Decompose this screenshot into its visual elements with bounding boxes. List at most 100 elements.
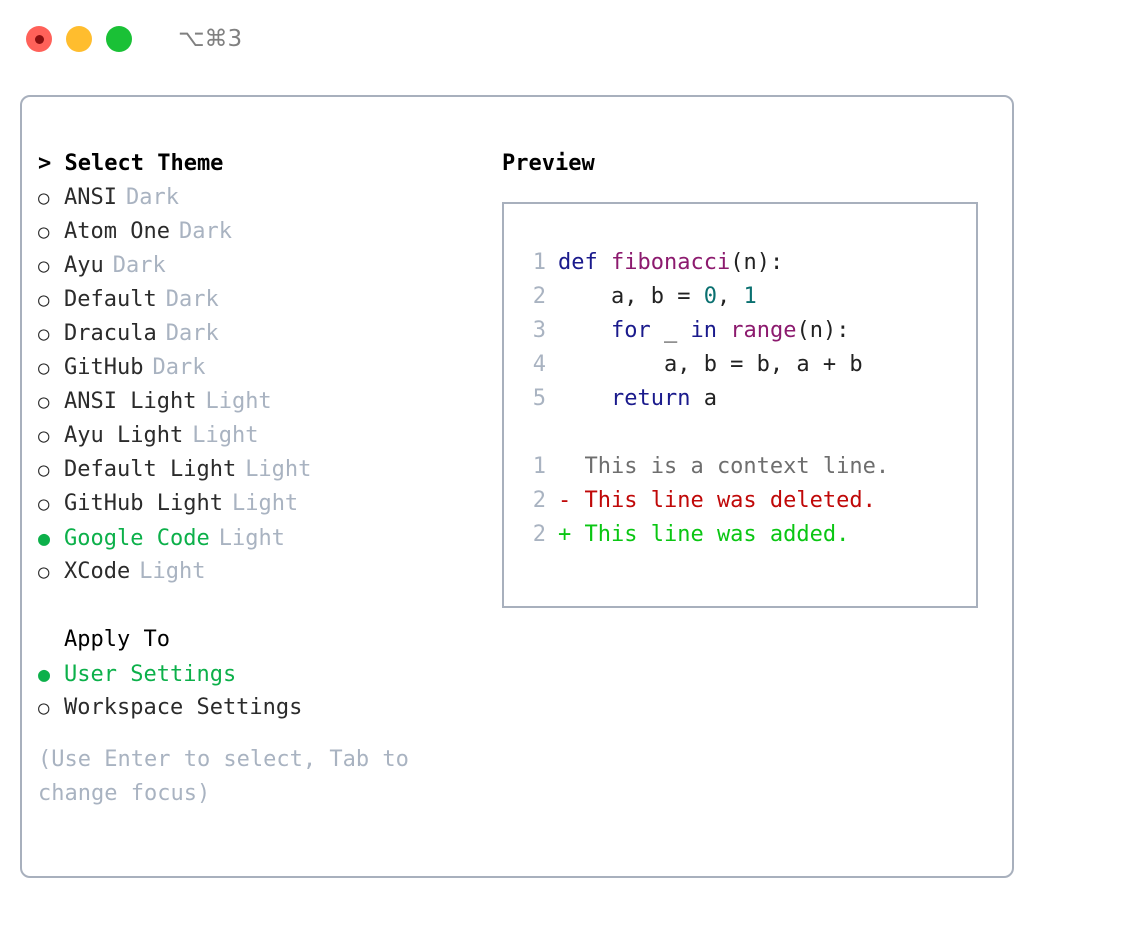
theme-option-tag: Dark [178,219,232,244]
code-diff-spacer [518,416,970,450]
diff-line-add: 2+ This line was added. [518,518,970,552]
code-token-kw: return [610,386,691,411]
theme-option-dracula[interactable]: ○ Dracula Dark [38,317,488,351]
keyboard-hint-text: (Use Enter to select, Tab to change focu… [38,747,423,806]
code-line-content: return a [558,382,717,416]
radio-unselected-icon: ○ [38,323,50,345]
code-token-num: 0 [703,284,717,309]
apply-option-label: Workspace Settings [64,695,303,720]
theme-option-label: GitHub Light [64,491,223,516]
code-token-plain [558,318,611,343]
line-number: 1 [532,250,546,275]
theme-option-tag: Light [245,457,312,482]
line-number: 5 [532,386,546,411]
line-number: 2 [532,488,546,513]
apply-option-user-settings[interactable]: ● User Settings [38,657,488,691]
diff-line-text: - This line was deleted. [558,488,876,513]
theme-option-tag: Dark [152,355,206,380]
maximize-button[interactable] [106,26,132,52]
line-number: 4 [532,352,546,377]
theme-option-github[interactable]: ○ GitHub Dark [38,351,488,385]
theme-option-default[interactable]: ○ Default Dark [38,283,488,317]
radio-unselected-icon: ○ [38,357,50,379]
code-token-fn: fibonacci [610,250,731,275]
radio-unselected-icon: ○ [38,221,50,243]
diff-line-ctx: 1 This is a context line. [518,450,970,484]
theme-option-github-light[interactable]: ○ GitHub Light Light [38,487,488,521]
list-spacer [38,589,488,623]
theme-option-xcode[interactable]: ○ XCode Light [38,555,488,589]
theme-option-tag: Light [218,526,285,551]
theme-option-label: ANSI [64,185,117,210]
code-line: 3 for _ in range(n): [518,314,970,348]
preview-heading: Preview [502,151,595,176]
radio-unselected-icon: ○ [38,391,50,413]
theme-option-label: Default Light [64,457,237,482]
theme-option-label: Ayu Light [64,423,184,448]
code-token-num: 1 [743,284,757,309]
code-token-plain: (n): [730,250,784,275]
line-number: 2 [532,522,546,547]
radio-unselected-icon: ○ [38,289,50,311]
theme-option-label: Dracula [64,321,157,346]
theme-option-tag: Light [231,491,299,516]
line-number: 3 [532,318,546,343]
code-token-kw: def [558,250,611,275]
minimize-button[interactable] [66,26,92,52]
theme-option-tag: Light [139,559,206,584]
code-line-content: a, b = 0, 1 [558,280,757,314]
close-icon [34,34,44,44]
keyboard-shortcut-label: ⌥⌘3 [178,26,243,52]
theme-option-label: Google Code [64,526,210,551]
title-bar: ⌥⌘3 [0,0,1140,78]
code-token-plain: , [716,284,744,309]
apply-option-workspace-settings[interactable]: ○Workspace Settings [38,691,488,725]
theme-option-tag: Light [192,423,259,448]
theme-option-tag: Dark [165,287,219,312]
code-line-content: for _ in range(n): [558,314,849,348]
radio-unselected-icon: ○ [38,425,50,447]
theme-option-label: XCode [64,559,131,584]
theme-option-label: ANSI Light [64,389,197,414]
code-line: 2 a, b = 0, 1 [518,280,970,314]
radio-unselected-icon: ○ [38,255,50,277]
code-token-plain [558,386,611,411]
close-button[interactable] [26,26,52,52]
code-token-kw: for [610,318,651,343]
code-line-content: def fibonacci(n): [558,246,783,280]
theme-option-ayu-light[interactable]: ○ Ayu Light Light [38,419,488,453]
code-token-fn: range [730,318,797,343]
code-token-plain: a [690,386,717,411]
radio-unselected-icon: ○ [38,561,50,583]
theme-option-label: Ayu [64,253,104,278]
theme-option-tag: Dark [165,321,219,346]
code-line: 5 return a [518,382,970,416]
apply-option-label: User Settings [64,662,237,687]
code-token-kw: in [690,318,717,343]
radio-selected-icon: ● [38,662,51,686]
theme-option-label: GitHub [64,355,144,380]
diff-line-del: 2 - This line was deleted. [518,484,970,518]
code-line: 1 def fibonacci(n): [518,246,970,280]
radio-unselected-icon: ○ [38,493,50,515]
theme-option-label: Default [64,287,157,312]
code-line-content: a, b = b, a + b [558,348,863,382]
diff-block: 1 This is a context line. 2 - This line wa… [518,450,970,552]
code-token-plain: a, b = [558,284,704,309]
diff-line-text: This is a context line. [558,454,890,479]
apply-to-list[interactable]: ● User Settings ○Workspace Settings [38,657,488,725]
code-token-plain [717,318,730,343]
